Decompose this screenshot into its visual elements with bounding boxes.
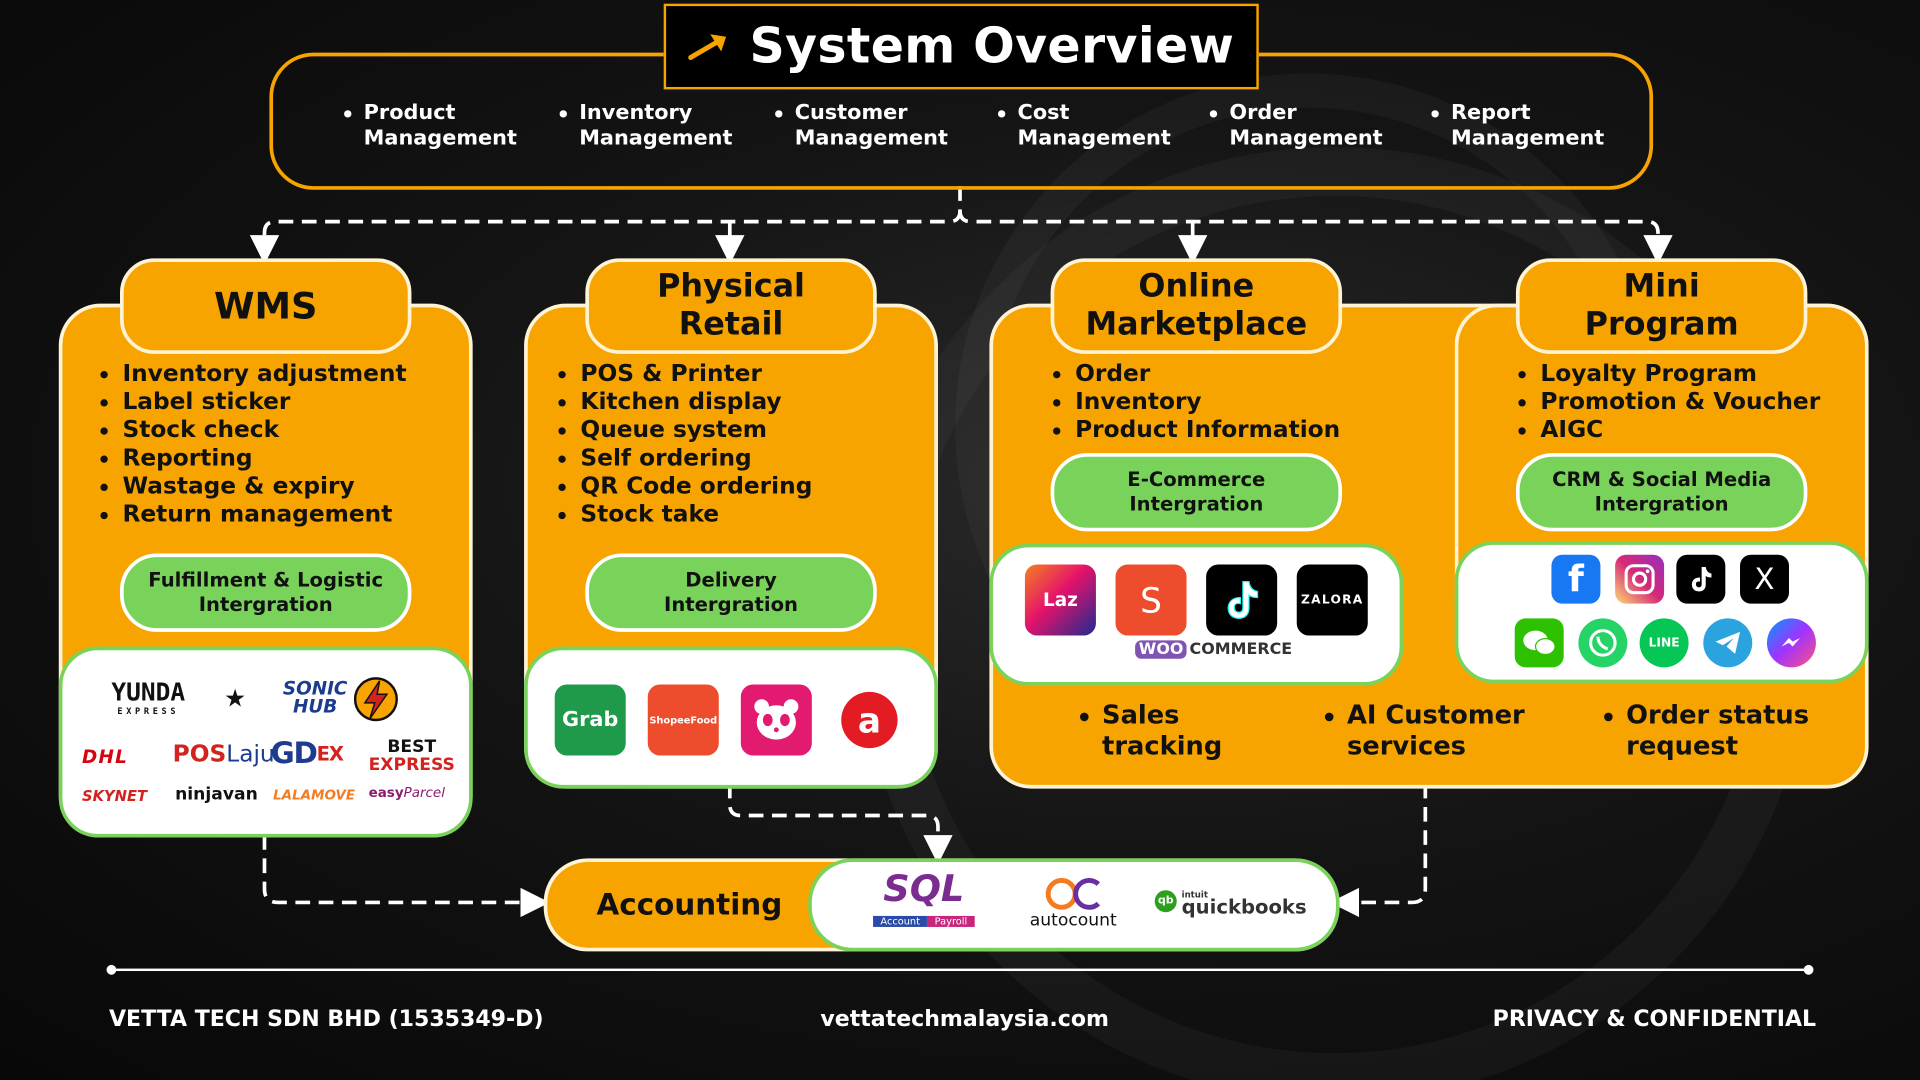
shopee-logo: S <box>1115 564 1187 636</box>
line-logo: LINE <box>1639 618 1689 668</box>
lalamove-logo: LALAMOVE <box>273 787 356 804</box>
skynet-logo: SKYNET <box>82 787 148 805</box>
list-item: Loyalty Program <box>1516 360 1820 388</box>
list-item: Order <box>1051 360 1341 388</box>
footer-website[interactable]: vettatechmalaysia.com <box>820 1006 1109 1033</box>
airasia-logo: a <box>841 691 898 749</box>
lightning-icon <box>353 675 398 724</box>
x-icon: X <box>1740 554 1789 604</box>
mini-program-feature-list: Loyalty Program Promotion & Voucher AIGC <box>1516 360 1820 444</box>
dhl-logo: DHL <box>82 745 129 768</box>
lazada-logo: Laz <box>1024 564 1096 636</box>
list-item: Wastage & expiry <box>98 473 407 501</box>
title-box: System Overview <box>663 3 1259 90</box>
retail-feature-list: POS & Printer Kitchen display Queue syst… <box>556 360 812 529</box>
footer-divider-dot <box>106 964 117 975</box>
page-title: System Overview <box>749 18 1235 75</box>
list-item: Product Information <box>1051 416 1340 444</box>
list-item: QR Code ordering <box>556 473 812 501</box>
footer-divider <box>111 968 1809 972</box>
list-item: Kitchen display <box>556 388 812 416</box>
arrow-icon <box>688 34 727 61</box>
wechat-icon <box>1514 618 1564 668</box>
quickbooks-icon: qb <box>1154 890 1177 913</box>
footer-divider-dot <box>1803 964 1814 975</box>
list-item: AIGC <box>1516 416 1820 444</box>
autocount-logo: autocount <box>1030 877 1117 931</box>
wms-title: WMS <box>120 258 412 354</box>
yunda-star-icon: ★ <box>224 683 247 713</box>
list-item: Reporting <box>98 444 407 472</box>
ninjavan-logo: ninjavan <box>175 784 258 805</box>
delivery-logo-panel: Grab ShopeeFood a <box>524 646 938 789</box>
footer-company: VETTA TECH SDN BHD (1535349-D) <box>108 1006 544 1033</box>
autocount-icon <box>1045 877 1100 910</box>
list-item: Self ordering <box>556 444 812 472</box>
grab-logo: Grab <box>554 684 626 756</box>
foodpanda-icon <box>740 684 812 756</box>
list-item: Stock check <box>98 416 407 444</box>
list-item: POS & Printer <box>556 360 812 388</box>
telegram-icon <box>1703 618 1753 668</box>
social-logo-panel: f X LINE <box>1454 541 1869 684</box>
messenger-icon <box>1766 618 1816 668</box>
facebook-icon: f <box>1551 554 1601 604</box>
list-item: Return management <box>98 501 407 529</box>
footer-notice: PRIVACY & CONFIDENTIAL <box>1492 1006 1817 1033</box>
shopeefood-logo: ShopeeFood <box>647 684 719 756</box>
list-item: Queue system <box>556 416 812 444</box>
zalora-logo: ZALORA <box>1296 564 1368 636</box>
accounting-label: Accounting <box>596 887 783 923</box>
tiktok-icon <box>1676 554 1726 604</box>
instagram-icon <box>1615 554 1665 604</box>
wms-feature-list: Inventory adjustment Label sticker Stock… <box>98 360 407 529</box>
tiktok-icon <box>1206 564 1278 636</box>
list-item: Label sticker <box>98 388 407 416</box>
list-item: Promotion & Voucher <box>1516 388 1820 416</box>
list-item: Stock take <box>556 501 812 529</box>
marketplace-feature-list: Order Inventory Product Information <box>1051 360 1341 444</box>
list-item: Inventory adjustment <box>98 360 407 388</box>
whatsapp-icon <box>1578 618 1628 668</box>
list-item: Inventory <box>1051 388 1341 416</box>
